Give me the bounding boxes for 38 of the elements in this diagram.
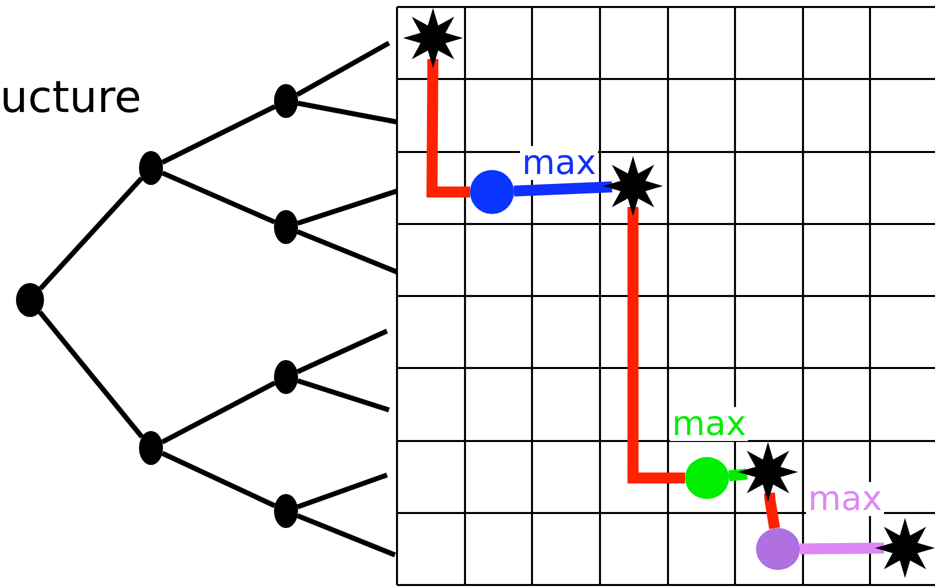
dot <box>685 457 729 499</box>
connector-line <box>161 380 276 444</box>
heading-fragment: ucture <box>0 76 142 120</box>
edge-label: max <box>520 146 598 180</box>
edge-label: max <box>806 482 884 516</box>
connector-line <box>296 188 398 226</box>
connector-line <box>38 310 144 438</box>
dot <box>470 170 514 214</box>
connector-line <box>800 542 884 554</box>
star-marker <box>875 518 935 578</box>
connector-line <box>297 100 398 124</box>
dot <box>274 84 298 118</box>
connector-line <box>296 378 390 412</box>
dot <box>16 283 44 317</box>
connector-line <box>161 451 276 508</box>
dot <box>139 151 163 185</box>
connector-line <box>426 58 470 198</box>
connector-line <box>296 328 388 374</box>
connector-line <box>38 176 144 290</box>
connector-line <box>161 104 276 165</box>
dot <box>274 210 298 244</box>
connector-line <box>764 492 780 530</box>
connector-line <box>161 170 276 224</box>
dot <box>139 431 163 465</box>
dot <box>274 360 298 394</box>
connector-line <box>514 181 612 197</box>
connector-line <box>628 207 685 484</box>
connector-line <box>296 513 396 558</box>
dot <box>756 528 800 570</box>
connector-line <box>728 468 748 482</box>
star-marker <box>738 442 798 502</box>
edge-label: max <box>670 407 748 441</box>
connector-line <box>296 229 398 274</box>
star-marker <box>403 8 463 68</box>
connector-line <box>296 40 390 97</box>
dot <box>274 494 298 528</box>
star-marker <box>603 156 663 216</box>
connector-line <box>296 472 388 510</box>
